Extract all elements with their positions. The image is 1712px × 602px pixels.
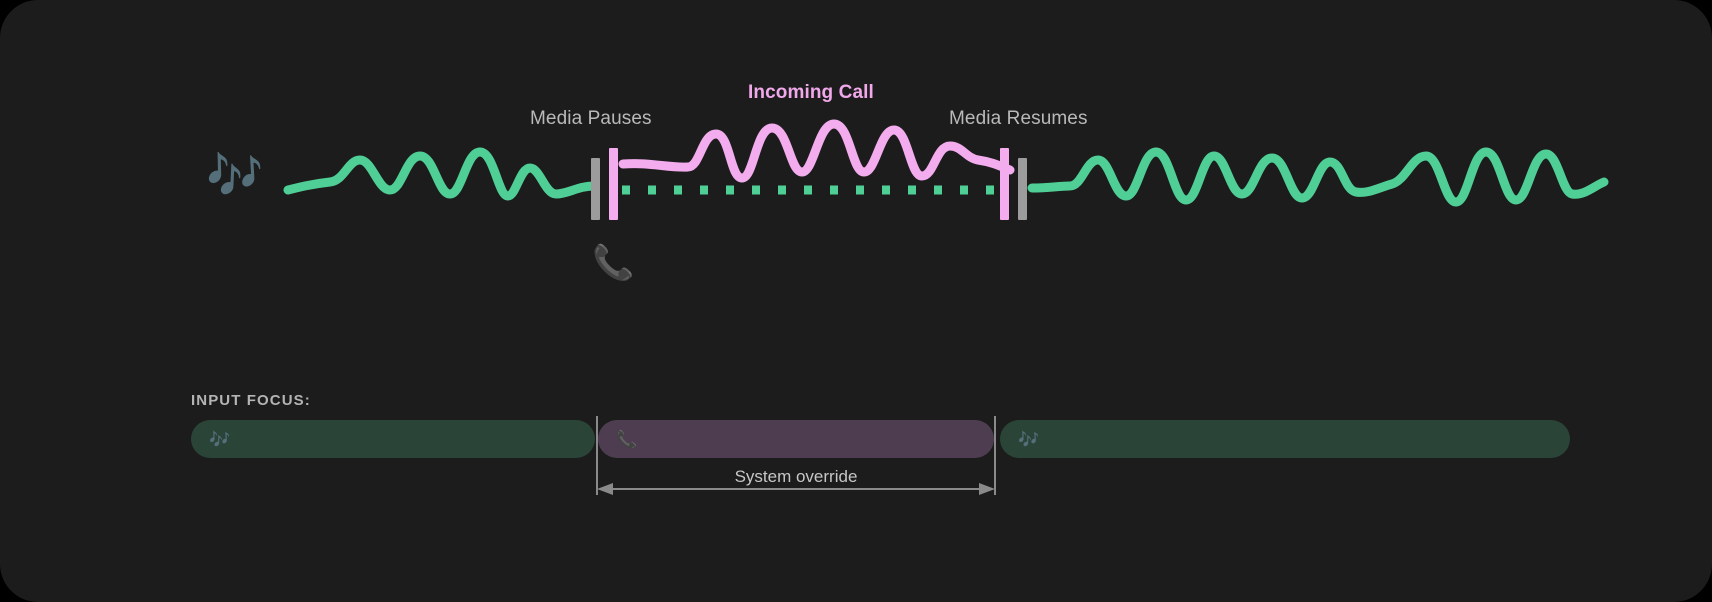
pause-gray-marker — [591, 158, 600, 220]
music-notes-icon: 🎶 — [206, 149, 264, 201]
input-focus-section: INPUT FOCUS: 🎶 📞 🎶 System override — [0, 370, 1712, 602]
music-notes-icon: 🎶 — [209, 429, 231, 449]
call-waveform — [618, 119, 1015, 183]
override-arrow-head-right — [979, 483, 995, 495]
system-override-label: System override — [734, 467, 858, 486]
music-notes-icon: 🎶 — [1018, 429, 1040, 449]
waveform-graphic — [283, 119, 1609, 220]
resume-pink-marker — [1000, 148, 1009, 220]
override-measure-graphic — [596, 416, 996, 495]
audio-timeline: Media Pauses Incoming Call Media Resumes… — [206, 82, 1609, 282]
incoming-call-label: Incoming Call — [748, 82, 874, 103]
media-waveform-before — [283, 147, 599, 201]
override-arrow-head-left — [597, 483, 613, 495]
input-focus-label: INPUT FOCUS: — [191, 392, 311, 409]
media-pauses-label: Media Pauses — [530, 108, 652, 129]
resume-gray-marker — [1018, 158, 1027, 220]
focus-bar-call[interactable]: 📞 — [598, 420, 994, 458]
phone-icon: 📞 — [616, 429, 638, 449]
media-resumes-label: Media Resumes — [949, 108, 1088, 129]
pause-pink-marker — [609, 148, 618, 220]
phone-icon: 📞 — [592, 244, 635, 282]
media-waveform-after — [1027, 147, 1609, 207]
focus-bar-media-left[interactable]: 🎶 — [191, 420, 595, 458]
focus-bar-media-right[interactable]: 🎶 — [1000, 420, 1570, 458]
